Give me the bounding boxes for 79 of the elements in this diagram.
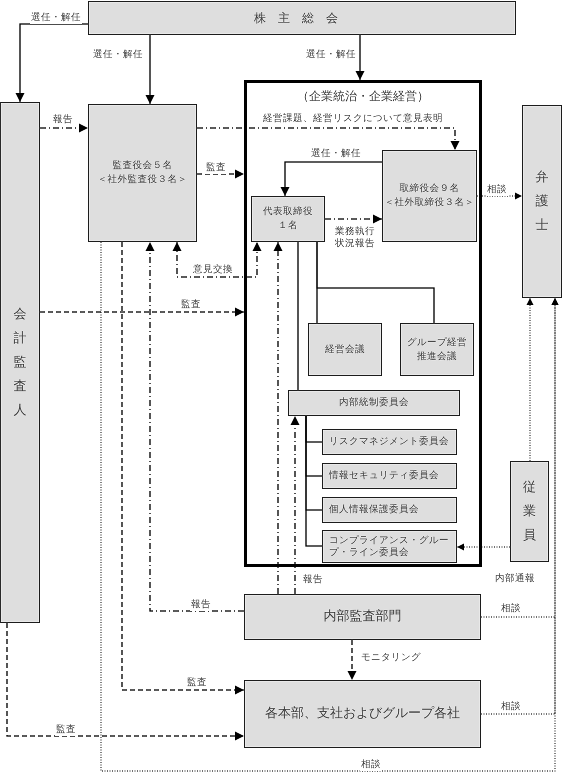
arrow bbox=[290, 416, 300, 594]
governance-frame bbox=[244, 80, 482, 567]
node-label: リスクマネジメント委員会 bbox=[329, 436, 449, 448]
edge-label: 報告 bbox=[190, 599, 212, 611]
node-label: 経営会議 bbox=[325, 342, 365, 356]
edge-label: 報告 bbox=[302, 574, 324, 586]
edge-label: 選任・解任 bbox=[92, 49, 144, 61]
connector-line bbox=[297, 242, 299, 390]
node-label: 代表取締役 bbox=[263, 205, 313, 219]
party-box bbox=[0, 102, 40, 623]
node-label: 株主総会 bbox=[254, 11, 350, 25]
arrow bbox=[40, 123, 88, 133]
edge-label: 相談 bbox=[500, 701, 522, 713]
node-label: 監査役会５名 bbox=[112, 159, 172, 173]
edge-label: 選任・解任 bbox=[310, 148, 362, 160]
edge-label: 相談 bbox=[486, 184, 508, 196]
node-label: コンプライアンス・グループ・ライン委員会 bbox=[329, 534, 450, 558]
edge-label: 業務執行状況報告 bbox=[334, 226, 376, 250]
edge-label: 内部通報 bbox=[494, 573, 536, 585]
arrow bbox=[526, 298, 534, 462]
node-label: グループ経営推進会議 bbox=[407, 336, 467, 364]
arrow bbox=[145, 35, 155, 104]
meeting-box bbox=[88, 1, 516, 35]
node-label: 情報セキュリティ委員会 bbox=[329, 470, 439, 482]
frame-heading: （企業統治・企業経営） bbox=[297, 89, 429, 103]
edge-label: モニタリング bbox=[360, 652, 422, 664]
node-label: １名 bbox=[278, 219, 298, 233]
arrow bbox=[145, 242, 244, 612]
node-label: 従業員 bbox=[523, 478, 536, 544]
arrow bbox=[40, 307, 244, 317]
arrow bbox=[100, 242, 558, 772]
node-label: 各本部、支社およびグループ各社 bbox=[265, 707, 460, 721]
committee-box bbox=[322, 463, 457, 489]
arrow bbox=[15, 23, 88, 102]
committee-box bbox=[322, 429, 457, 455]
node-label: 取締役会９名 bbox=[400, 182, 460, 196]
arrow bbox=[6, 623, 244, 741]
arrow bbox=[325, 214, 382, 224]
party-box bbox=[522, 105, 562, 298]
department-box bbox=[244, 680, 481, 748]
arrow bbox=[347, 640, 357, 680]
arrow bbox=[197, 127, 460, 150]
body-box bbox=[251, 196, 325, 242]
party-box bbox=[510, 461, 549, 562]
node-label: ＜社外監査役３名＞ bbox=[98, 173, 188, 187]
body-box bbox=[88, 104, 197, 242]
connector-line bbox=[316, 242, 435, 323]
arrow bbox=[197, 169, 244, 179]
edge-label: 監査 bbox=[180, 299, 202, 311]
node-label: 個人情報保護委員会 bbox=[329, 504, 419, 516]
body-box bbox=[382, 150, 477, 242]
edge-label: 報告 bbox=[52, 114, 74, 126]
arrow bbox=[172, 242, 262, 278]
committee-box bbox=[322, 497, 457, 523]
arrow bbox=[121, 242, 244, 695]
arrow bbox=[456, 544, 510, 550]
node-label: 弁護士 bbox=[536, 168, 548, 234]
edge-label: 監査 bbox=[186, 677, 208, 689]
body-box bbox=[400, 323, 474, 376]
edge-label: 選任・解任 bbox=[30, 12, 82, 24]
edge-label: 監査 bbox=[205, 162, 227, 174]
edge-label: 経営課題、経営リスクについて意見表明 bbox=[262, 113, 444, 125]
edge-label: 意見交換 bbox=[192, 264, 234, 276]
node-label: 内部監査部門 bbox=[324, 610, 402, 624]
committee-box bbox=[322, 530, 457, 563]
arrow bbox=[273, 242, 283, 594]
edge-label: 監査 bbox=[55, 724, 77, 736]
connector-line bbox=[305, 416, 322, 547]
body-box bbox=[308, 323, 382, 376]
node-label: ＜社外取締役３名＞ bbox=[384, 196, 474, 210]
node-label: 会計監査人 bbox=[14, 306, 26, 420]
edge-label: 相談 bbox=[360, 759, 382, 771]
arrow bbox=[355, 35, 365, 80]
node-label: 内部統制委員会 bbox=[339, 396, 409, 410]
department-box bbox=[244, 594, 481, 640]
edge-label: 選任・解任 bbox=[305, 49, 357, 61]
edge-label: 相談 bbox=[500, 603, 522, 615]
arrow bbox=[280, 161, 382, 196]
body-box bbox=[288, 390, 460, 416]
